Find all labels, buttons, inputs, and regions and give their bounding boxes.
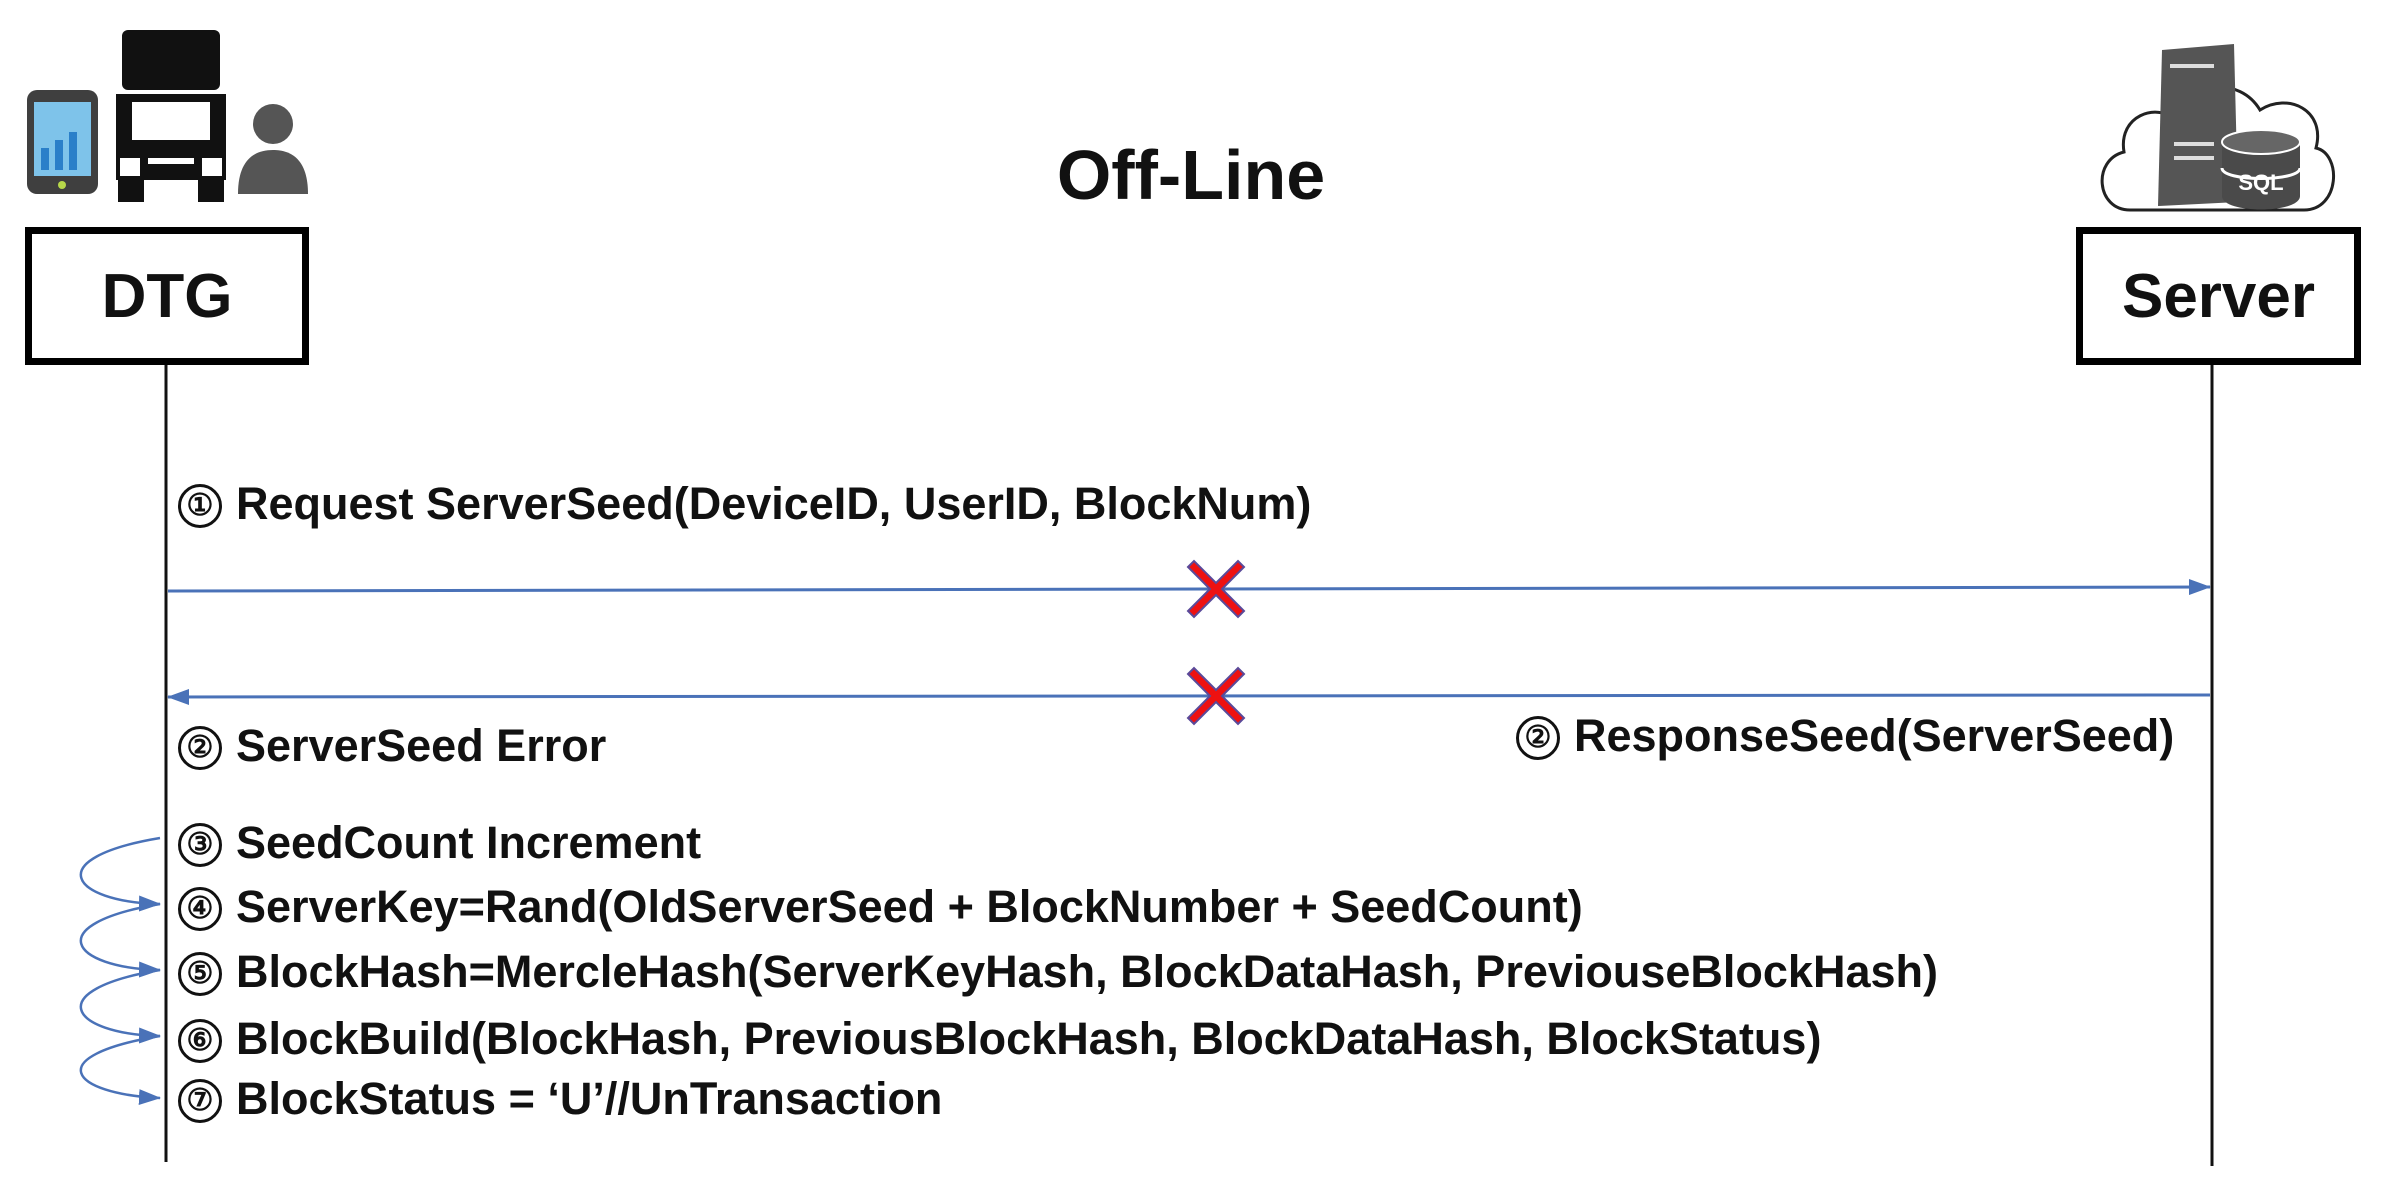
local-step: ⑦ BlockStatus = ‘U’//UnTransaction (178, 1073, 942, 1125)
self-loop-arrow-4 (79, 836, 161, 912)
step-number: ⑤ (178, 952, 222, 996)
local-step: ④ ServerKey=Rand(OldServerSeed + BlockNum… (178, 881, 1583, 933)
local-step-label: ServerKey=Rand(OldServerSeed + BlockNumb… (236, 881, 1583, 932)
self-loop-arrow-7 (79, 1034, 161, 1106)
step-number: ① (178, 484, 222, 528)
step-number: ⑦ (178, 1079, 222, 1123)
server-participant-box: Server (2076, 227, 2361, 365)
self-loop-arrow-6 (79, 968, 161, 1044)
step-number: ② (178, 726, 222, 770)
server-label: Server (2121, 261, 2316, 331)
local-step: ⑤ BlockHash=MercleHash(ServerKeyHash, Blo… (178, 946, 1938, 998)
local-step: ③ SeedCount Increment (178, 817, 701, 869)
request-message-label: Request ServerSeed(DeviceID, UserID, Blo… (236, 478, 1312, 529)
failure-x-icon (1186, 559, 1246, 619)
local-step-label: BlockBuild(BlockHash, PreviousBlockHash,… (236, 1013, 1822, 1064)
step-number: ② (1516, 716, 1560, 760)
local-step-label: SeedCount Increment (236, 817, 702, 868)
step-number: ⑥ (178, 1019, 222, 1063)
server-icon (2158, 44, 2238, 206)
dtg-participant-box: DTG (25, 227, 309, 365)
self-loop-arrow-5 (79, 902, 161, 978)
response-arrow (167, 688, 2211, 705)
smartphone-icon (27, 90, 98, 194)
diagram-title: Off-Line (1056, 136, 1326, 214)
local-step-label: BlockStatus = ‘U’//UnTransaction (236, 1073, 943, 1124)
step-number: ④ (178, 887, 222, 931)
truck-icon (116, 30, 226, 202)
error-note: ② ServerSeed Error (178, 720, 606, 772)
sql-database-icon (2220, 129, 2302, 210)
sql-label: SQL (2238, 170, 2284, 195)
request-arrow (167, 579, 2211, 596)
error-note-label: ServerSeed Error (236, 720, 607, 771)
response-message-label: ResponseSeed(ServerSeed) (1574, 710, 2175, 761)
local-step: ⑥ BlockBuild(BlockHash, PreviousBlockHash… (178, 1013, 1821, 1065)
local-step-label: BlockHash=MercleHash(ServerKeyHash, Bloc… (236, 946, 1938, 997)
response-message: ② ResponseSeed(ServerSeed) (1516, 710, 2174, 762)
request-message: ① Request ServerSeed(DeviceID, UserID, Bl… (178, 478, 1311, 530)
failure-x-icon (1186, 666, 1246, 726)
person-icon (238, 104, 308, 194)
dtg-label: DTG (101, 261, 233, 331)
step-number: ③ (178, 823, 222, 867)
